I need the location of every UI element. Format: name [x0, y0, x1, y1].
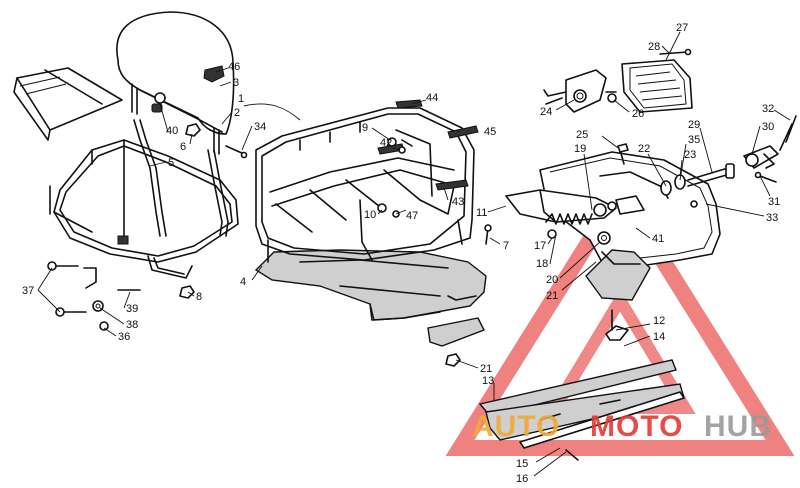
- left-hardware: [47, 261, 141, 331]
- reflector-decals: [377, 99, 479, 191]
- callout-37: 37: [22, 285, 34, 297]
- callout-34: 34: [254, 121, 266, 133]
- callout-17: 17: [534, 240, 546, 252]
- callout-24: 24: [540, 106, 552, 118]
- callout-31: 31: [768, 196, 780, 208]
- callout-28: 28: [648, 41, 660, 53]
- seat-base: [254, 249, 487, 321]
- callout-39: 39: [126, 303, 138, 315]
- callout-29: 29: [688, 119, 700, 131]
- hinge-bracket: [585, 249, 651, 301]
- hinge-arm: [505, 189, 617, 223]
- callout-20: 20: [546, 274, 558, 286]
- callout-32: 32: [762, 103, 774, 115]
- callout-11: 11: [476, 207, 487, 219]
- callout-19: 19: [574, 143, 586, 155]
- callout-15: 15: [516, 458, 528, 470]
- rear-rack: [255, 107, 475, 263]
- callout-7: 7: [503, 240, 509, 252]
- spring-assembly: [545, 195, 645, 245]
- callout-46: 46: [228, 61, 240, 73]
- callout-labels: 1 2 3 4 5 6 7 8 9 10 11 12 13 14 15 16 1…: [22, 22, 780, 485]
- pivot-hardware: [617, 143, 735, 196]
- callout-36: 36: [118, 331, 130, 343]
- watermark-auto: AUTO: [472, 410, 560, 443]
- callout-42: 42: [380, 137, 392, 149]
- callout-27: 27: [676, 22, 688, 34]
- callout-45: 45: [484, 126, 496, 138]
- tail-light: [543, 48, 693, 113]
- callout-16: 16: [516, 473, 528, 485]
- callout-18: 18: [536, 258, 548, 270]
- callout-12: 12: [653, 315, 665, 327]
- callout-9: 9: [362, 122, 368, 134]
- nut-6-40: [154, 92, 201, 137]
- rack-hardware: [179, 137, 492, 299]
- callout-21b: 21: [480, 363, 492, 375]
- callout-14: 14: [653, 331, 665, 343]
- callout-4: 4: [240, 276, 246, 288]
- callout-8: 8: [196, 291, 202, 303]
- bolt-34: [225, 145, 248, 159]
- callout-35: 35: [688, 134, 700, 146]
- callout-5: 5: [168, 157, 174, 169]
- callout-41: 41: [652, 233, 664, 245]
- callout-22: 22: [638, 143, 650, 155]
- watermark-text: AUTO MOTO HUB: [472, 410, 772, 443]
- callout-25: 25: [576, 129, 588, 141]
- callout-2: 2: [234, 107, 240, 119]
- callout-21: 21: [546, 290, 558, 302]
- callout-3: 3: [233, 77, 239, 89]
- callout-40: 40: [166, 125, 178, 137]
- callout-43: 43: [452, 196, 464, 208]
- backrest-frame: [49, 103, 239, 279]
- callout-26: 26: [632, 108, 644, 120]
- callout-30: 30: [762, 121, 774, 133]
- callout-38: 38: [126, 319, 138, 331]
- clevis-pin: [743, 115, 797, 183]
- callout-1: 1: [238, 93, 244, 105]
- callout-13: 13: [482, 375, 494, 387]
- callout-6: 6: [180, 141, 186, 153]
- lower-rails: [478, 309, 685, 461]
- floor-plate: [13, 67, 123, 141]
- watermark-moto: MOTO: [590, 410, 683, 443]
- callout-47: 47: [406, 210, 418, 222]
- leader-lines: [37, 31, 791, 477]
- callout-44: 44: [426, 92, 438, 104]
- watermark-hub: HUB: [704, 410, 772, 443]
- callout-23: 23: [684, 149, 696, 161]
- callout-33: 33: [766, 212, 778, 224]
- mount-bracket: [427, 317, 485, 367]
- callout-10: 10: [364, 209, 376, 221]
